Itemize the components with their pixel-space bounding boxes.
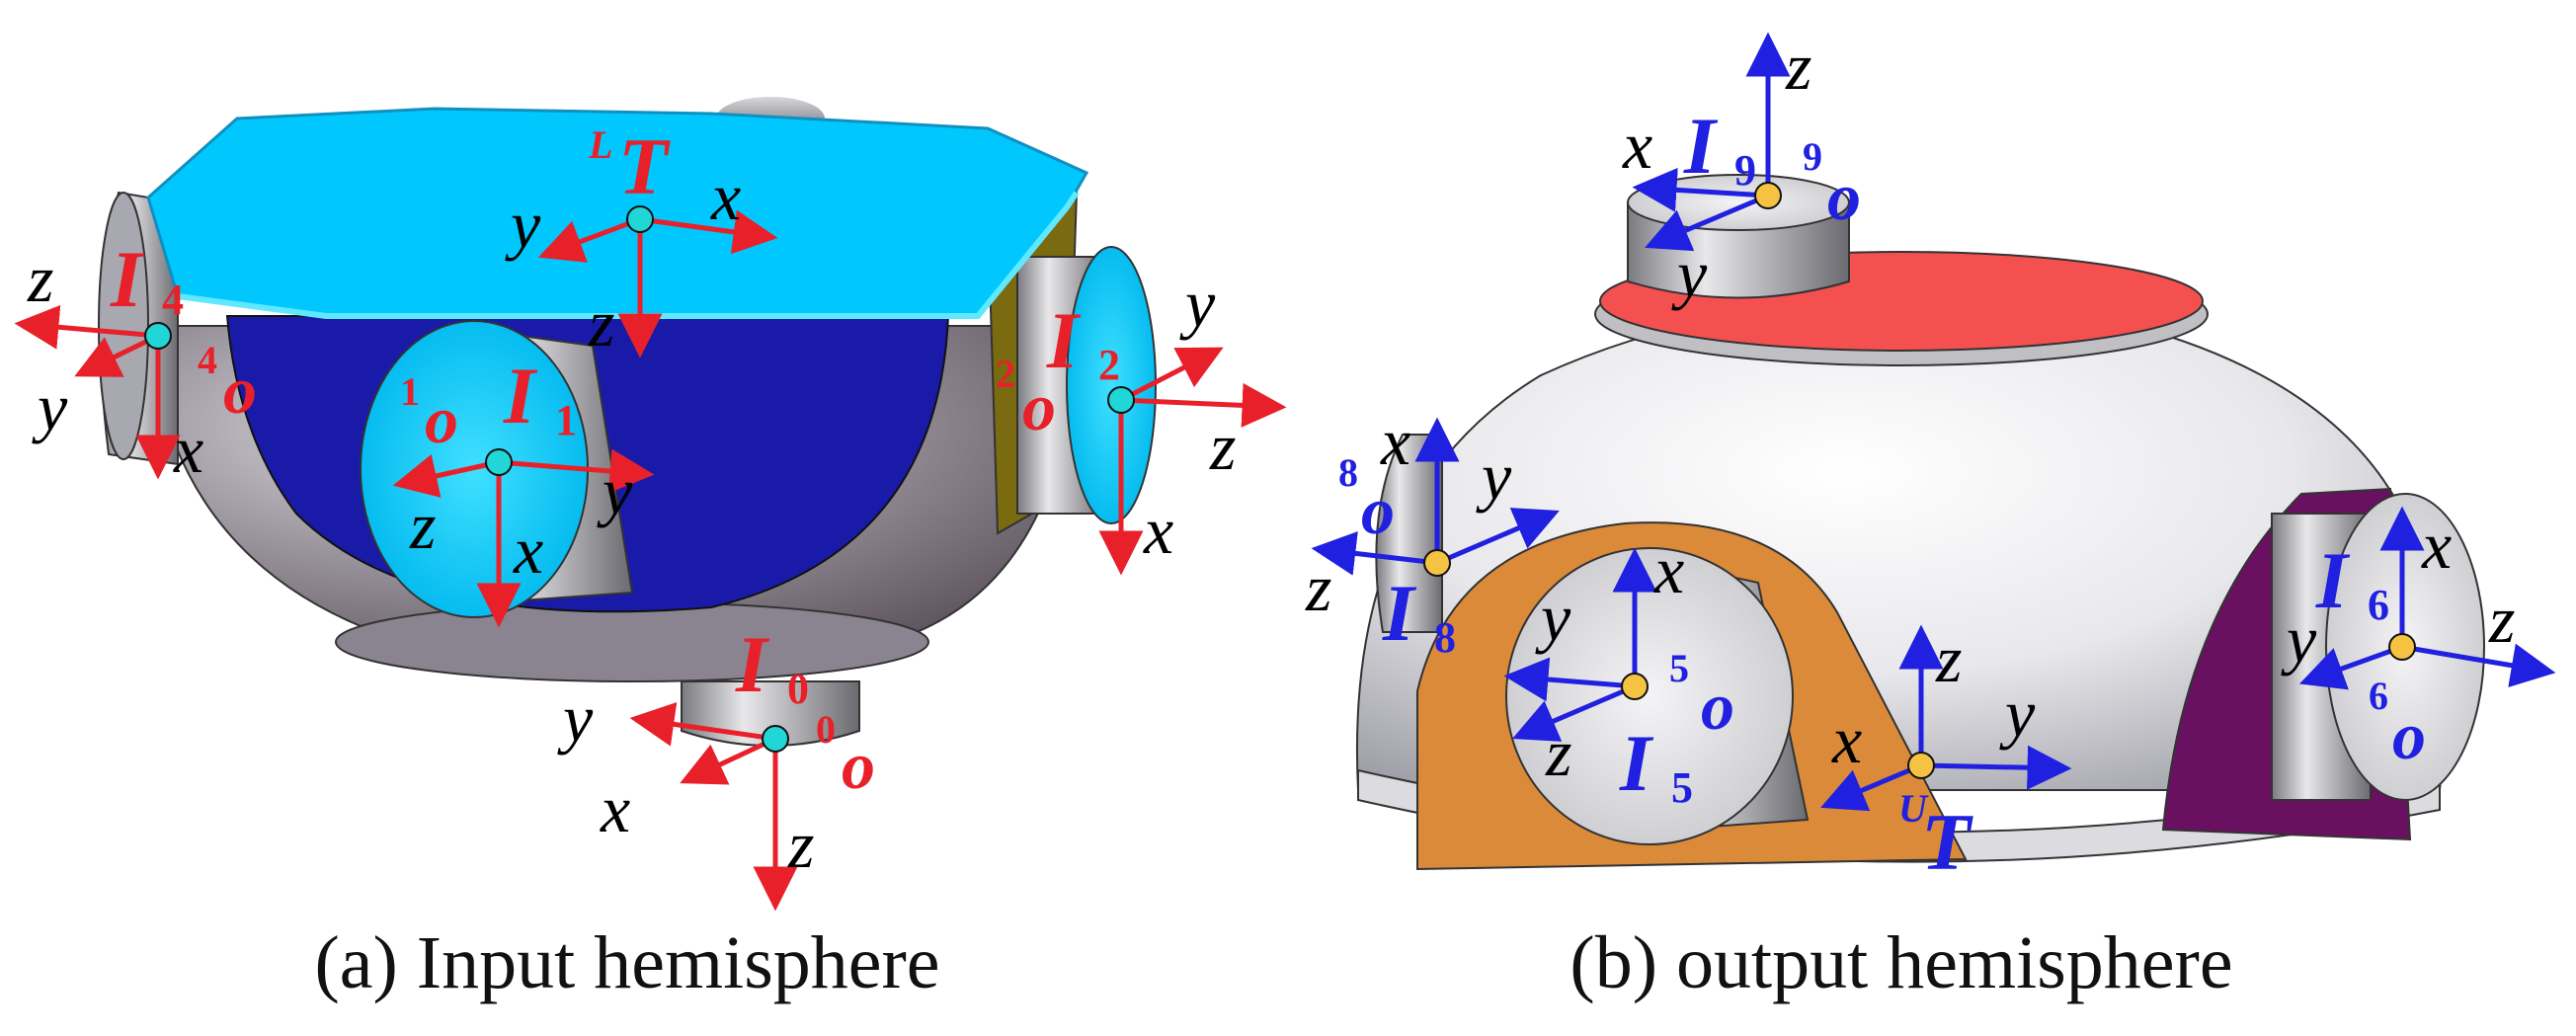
i9-pre-o: 9 [1803,134,1822,179]
origin-i8 [1423,549,1451,577]
i2-pre-o: 2 [996,352,1015,396]
i4-x: x [173,412,203,487]
i8-main: I [1382,568,1417,658]
i6-x: x [2421,508,2452,583]
i4-z: z [27,241,53,316]
i5-pre-o: 5 [1669,646,1689,690]
i1-main: I [503,351,538,440]
frame-i9: I 9 9 o z x y [1622,29,1861,311]
i8-sub: 8 [1434,613,1456,662]
i9-main: I [1683,101,1719,191]
lt-y: y [505,187,541,262]
i2-main: I [1046,295,1082,385]
lt-main: T [618,121,671,211]
i5-x: x [1653,532,1684,607]
frame-i8: 8 o I 8 x y z [1305,404,1560,662]
origin-ut [1907,752,1935,779]
origin-lt [626,205,654,233]
origin-i2 [1107,386,1135,414]
i2-x: x [1143,493,1173,568]
i4-o: o [223,353,257,428]
i0-y: y [557,680,594,756]
i9-sub: 9 [1734,146,1756,195]
i0-pre-o: 0 [816,707,836,752]
i0-sub: 0 [787,665,809,713]
i8-pre-o: 8 [1338,450,1358,495]
i2-z: z [1209,409,1236,484]
i0-o: o [842,728,875,803]
frame-ut: z y x U T [1820,621,2072,887]
i6-y: y [2281,601,2317,677]
i1-o: o [425,382,458,457]
origin-i9 [1754,182,1782,209]
origin-i4 [144,322,172,350]
i9-y: y [1671,236,1708,311]
i4-pre-o: 4 [198,338,217,382]
i2-sub: 2 [1098,341,1120,389]
panel-b: I 9 9 o z x y 8 o I 8 x y z [1305,29,2556,1004]
i9-x: x [1622,108,1652,183]
frame-i4: I 4 4 o z y x [14,234,257,487]
origin-i6 [2388,633,2416,661]
i1-y: y [597,453,633,528]
panel-a: L T x y z I 4 4 o z y x 1 o [14,97,1287,1004]
i6-o: o [2392,698,2426,773]
ut-y: y [1999,676,2036,751]
i5-y: y [1535,580,1571,655]
i1-sub: 1 [555,396,577,444]
lt-pre: L [588,122,612,167]
origin-i1 [485,448,513,476]
i1-pre-o: 1 [400,369,420,414]
i6-z: z [2488,582,2515,657]
i0-x: x [600,771,630,846]
i5-main: I [1619,718,1654,808]
frame-i6: I 6 x y z 6 o [2281,506,2556,773]
origin-i5 [1621,673,1649,700]
ut-x: x [1831,702,1862,777]
i5-sub: 5 [1671,763,1693,812]
i9-z: z [1785,29,1811,104]
i4-y: y [32,369,68,444]
i8-y: y [1476,438,1512,514]
caption-b: (b) output hemisphere [1570,921,2232,1004]
i8-z: z [1305,550,1331,625]
i5-z: z [1545,715,1571,790]
i1-x: x [513,513,543,588]
ut-main: T [1921,797,1973,887]
ut-z: z [1935,621,1962,696]
i4-sub: 4 [162,276,184,324]
i8-o: o [1361,473,1395,548]
i8-x: x [1380,404,1410,479]
i0-z: z [787,807,814,882]
i4-main: I [110,234,145,324]
i6-sub: 6 [2368,581,2389,629]
i0-main: I [735,619,770,709]
frame-i1: 1 o I 1 y z x [392,351,655,628]
i5-o: o [1701,669,1734,744]
i2-y: y [1179,266,1216,341]
frame-i5: x y z 5 o I 5 [1503,532,1734,812]
origin-i0 [762,725,789,753]
i6-pre-o: 6 [2369,674,2388,718]
frame-lt: L T x y z [505,121,778,360]
i1-z: z [409,488,436,563]
i9-o: o [1827,159,1861,234]
lt-z: z [588,285,614,360]
i6-main: I [2315,535,2351,625]
lt-x: x [710,159,741,234]
frame-i0: I 0 0 o y x z [557,619,875,912]
ut-pre: U [1898,786,1929,831]
i2-o: o [1022,369,1056,444]
caption-a: (a) Input hemisphere [314,921,939,1004]
frame-i2: I 2 2 o y z x [996,266,1287,576]
